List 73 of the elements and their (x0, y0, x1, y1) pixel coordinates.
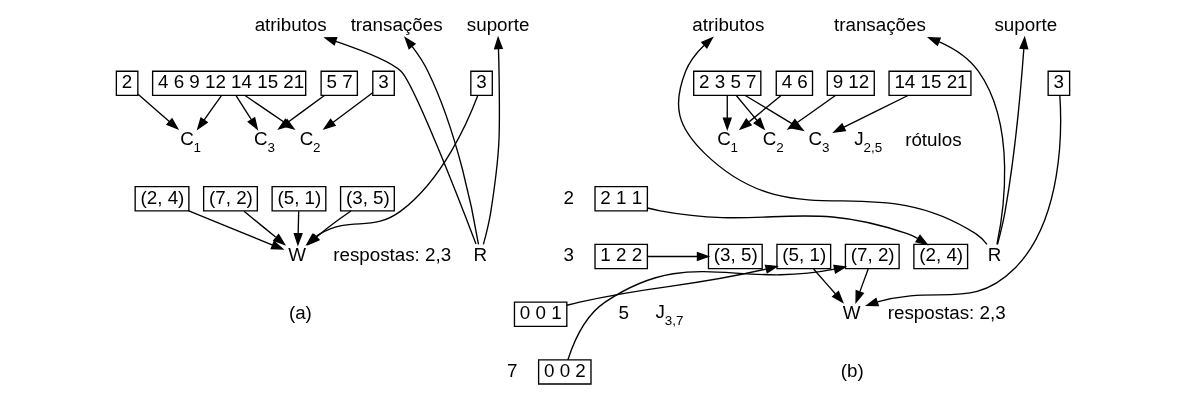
arrow (323, 36, 477, 245)
node-box: 2 1 1 (594, 186, 649, 212)
node-text: transações (834, 13, 926, 35)
node-box: (7, 2) (202, 186, 259, 212)
node-box: (5, 1) (271, 186, 327, 212)
arrow (735, 95, 766, 131)
node-box: 4 6 (775, 70, 814, 97)
node-box: 2 (115, 70, 139, 97)
arrow (235, 95, 259, 131)
node-text: C$_{3}$ (808, 127, 830, 156)
arrow (646, 251, 711, 262)
label: (b) (840, 359, 864, 381)
node-box: 3 (1047, 70, 1071, 97)
node-box: 3 (372, 70, 395, 97)
arrow (567, 264, 848, 361)
node-box: 5 7 (320, 70, 359, 97)
arrow (646, 207, 929, 246)
node-box: 14 15 21 (888, 70, 972, 97)
node-box: 9 12 (826, 70, 875, 97)
arrow (812, 268, 845, 304)
arrow (243, 210, 287, 246)
arrow (996, 35, 1029, 245)
node-box: (3, 5) (707, 243, 763, 270)
arrow (322, 92, 374, 131)
arrow (404, 36, 480, 245)
node-box: (5, 1) (776, 243, 832, 270)
node-box: (2, 4) (913, 243, 969, 270)
node-text: atributos (254, 13, 327, 35)
arrow (855, 268, 869, 305)
node-label: respostas: 2,3 (333, 244, 452, 266)
node-text: transações (350, 13, 443, 35)
node-text: atributos (692, 13, 765, 35)
node-text: R (473, 244, 488, 266)
node-box: 0 0 2 (537, 359, 592, 385)
label: 2 (563, 186, 574, 208)
arrow (865, 94, 1062, 307)
label: 7 (507, 359, 518, 381)
node-label: respostas: 2,3 (887, 302, 1006, 324)
arrow (677, 36, 988, 246)
arrow (926, 37, 1006, 245)
node-text: C$_{1}$ (180, 127, 202, 156)
label: J$_{3,7}$ (655, 300, 684, 329)
node-text: C$_{3}$ (253, 127, 275, 156)
label: 5 (618, 302, 629, 324)
label: rótulos (905, 128, 962, 150)
node-box: 3 (470, 70, 493, 97)
label: (a) (288, 302, 312, 324)
arrow (738, 95, 782, 131)
arrow (196, 95, 222, 131)
arrow (293, 210, 303, 247)
node-text: W (842, 302, 861, 324)
node-text: C$_{2}$ (762, 127, 784, 156)
label: 3 (563, 244, 574, 266)
node-text: W (288, 244, 306, 266)
arrow (137, 93, 180, 131)
arrow (832, 94, 909, 133)
node-box: (2, 4) (134, 186, 190, 212)
node-text: suporte (466, 13, 530, 35)
node-box: 2 3 5 7 (693, 70, 762, 97)
node-box: 1 2 2 (594, 243, 649, 270)
label: J$_{2,5}$ (854, 127, 883, 156)
node-text: C$_{1}$ (717, 127, 739, 156)
arrow (188, 210, 285, 250)
arrow (722, 95, 732, 131)
arrow (566, 264, 779, 306)
node-text: C$_{2}$ (299, 127, 321, 156)
node-box: 4 6 9 12 14 15 21 (151, 70, 307, 97)
node-box: (3, 5) (339, 186, 395, 212)
arrow (482, 35, 504, 245)
node-box: 0 0 1 (513, 301, 568, 327)
node-text: R (987, 244, 1002, 266)
node-box: (7, 2) (844, 243, 900, 270)
node-text: suporte (994, 13, 1058, 35)
